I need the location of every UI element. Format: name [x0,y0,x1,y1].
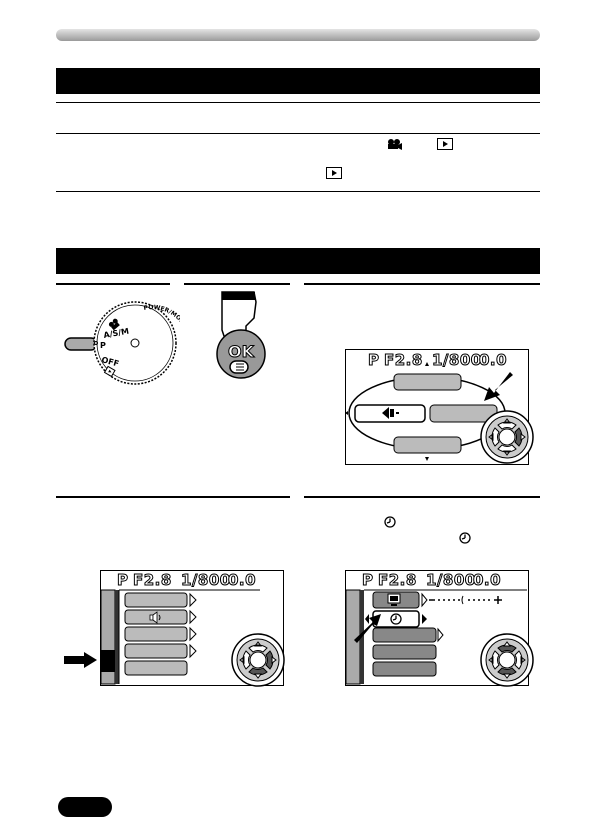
section-header-bar [56,68,540,94]
lcd-screen-right: P F2.8 1/800 0.0 [345,570,529,686]
shortcut-menu-diagram [345,362,534,464]
playback-icon [437,138,453,150]
clock-icon [390,613,402,625]
section-header-bar [56,248,540,274]
menu-item [124,592,188,608]
shutter-button [64,337,98,351]
menu-item [124,660,188,676]
menu-item [124,643,188,659]
dial-asm-label: A/S/M [103,327,130,340]
lcd-screen-left: P F2.8 1/800 0.0 [100,570,284,686]
monitor-icon [387,593,401,606]
step-divider [184,283,290,285]
lcd-aperture: F2.8 [384,351,423,370]
divider [56,191,540,192]
arrow-pointer-icon [64,652,97,668]
arrow-pointer-icon [354,614,381,643]
dial-p-label: P [100,341,106,350]
clock-icon [459,532,471,544]
brightness-scale [438,599,490,601]
menu-tab-top [393,373,462,391]
dial-off-label: OFF [100,355,119,368]
arrow-pad-icon [231,633,285,687]
lcd-mode: P [368,351,380,370]
lcd-exposure: 0.0 [227,571,257,590]
divider [56,133,540,134]
menu-item [372,644,437,660]
arrow-pad-icon [480,410,534,464]
clock-icon [384,516,396,528]
lcd-exposure: 0.0 [478,351,508,370]
step-divider [56,496,290,498]
step-divider [304,283,540,285]
mode-dial-illustration: A/S/M P OFF POWER/MODE DIAL [64,301,180,385]
menu-tab-bottom [393,436,462,454]
step-divider [56,283,170,285]
menu-item [372,627,437,643]
ok-button [216,329,266,379]
ok-button-illustration: OK [216,291,266,379]
lcd-mode: P [117,571,129,590]
lcd-shutter: 1/800 [426,571,476,590]
dial-movie-icon [108,318,120,331]
divider [56,102,540,103]
lcd-exposure: 0.0 [472,571,502,590]
menu-item [124,626,188,642]
lcd-shutter: 1/800 [181,571,231,590]
arrow-pointer-icon [484,372,513,401]
step-divider [304,496,540,498]
lcd-mode: P [362,571,374,590]
dial-playback-icon [103,365,116,378]
lcd-aperture: F2.8 [378,571,417,590]
menu-screen-diagram-right [345,589,534,687]
lcd-aperture: F2.8 [133,571,172,590]
ok-label: OK [228,342,255,361]
lcd-screen-main: P F2.8 1/800 0.0 [345,349,529,465]
lcd-shutter: 1/800 [432,351,482,370]
movie-icon [388,139,402,150]
menu-item [372,661,437,677]
speaker-icon [149,611,161,624]
header-bar [56,29,540,41]
menu-side-tab-active [101,650,115,672]
menu-screen-diagram-left [64,589,285,687]
page-number-badge [58,797,112,817]
playback-icon [326,167,342,179]
arrow-pad-icon [480,633,534,687]
